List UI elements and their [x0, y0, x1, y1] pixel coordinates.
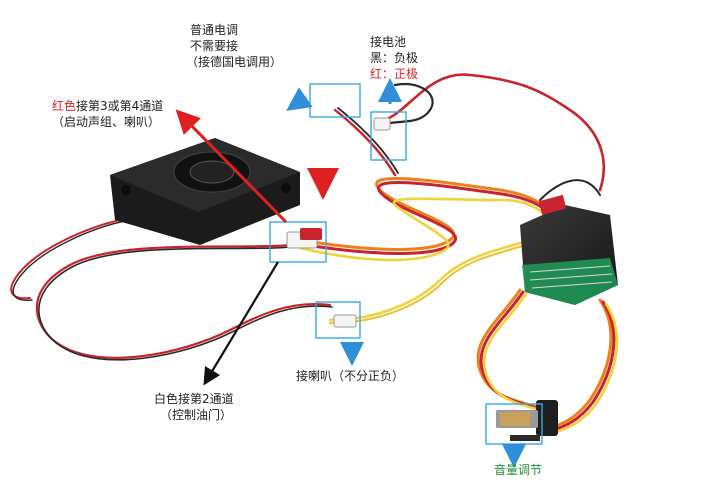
battery-note: 接电池 黑：负极 红：正极	[370, 34, 418, 82]
esc-note-line3: （接德国电调用）	[186, 55, 283, 69]
esc-note-line2: 不需要接	[190, 39, 239, 53]
speaker-note-text: 接喇叭（不分正负）	[296, 369, 405, 383]
battery-connector	[373, 117, 391, 131]
channel-plug-box	[269, 221, 327, 263]
highlight-boxes	[269, 83, 543, 445]
red-channel-note-line1: 红色接第3或第4通道	[52, 99, 164, 113]
esc-note: 普通电调 不需要接 （接德国电调用）	[186, 22, 282, 70]
white-channel-note: 白色接第2通道 （控制油门）	[154, 391, 234, 423]
battery-plug-box	[370, 111, 407, 161]
volume-note-text: 音量调节	[494, 463, 543, 477]
esc-plug-box	[309, 83, 361, 118]
red-channel-arrow	[175, 109, 288, 224]
red-plug	[300, 228, 322, 240]
red-channel-note: 红色接第3或第4通道 （启动声组、喇叭）	[52, 98, 163, 130]
sound-module	[520, 194, 618, 305]
esc-arrow	[286, 87, 313, 111]
esc-note-line1: 普通电调	[190, 23, 239, 37]
speaker-plug-box	[315, 301, 361, 339]
speaker-connector	[333, 314, 357, 328]
red-channel-note-line2: （启动声组、喇叭）	[52, 115, 161, 129]
white-channel-note-line1: 白色接第2通道	[154, 392, 234, 406]
speaker-wire	[10, 217, 333, 361]
white-channel-arrow	[203, 261, 279, 386]
battery-note-black: 黑：负极	[370, 51, 419, 65]
battery-note-red: 红：正极	[370, 67, 419, 81]
speaker-box	[110, 138, 300, 245]
speaker-note: 接喇叭（不分正负）	[296, 368, 404, 384]
volume-note: 音量调节	[494, 462, 542, 478]
battery-note-title: 接电池	[370, 35, 407, 49]
power-leads	[333, 73, 605, 201]
white-channel-note-line2: （控制油门）	[160, 408, 233, 422]
